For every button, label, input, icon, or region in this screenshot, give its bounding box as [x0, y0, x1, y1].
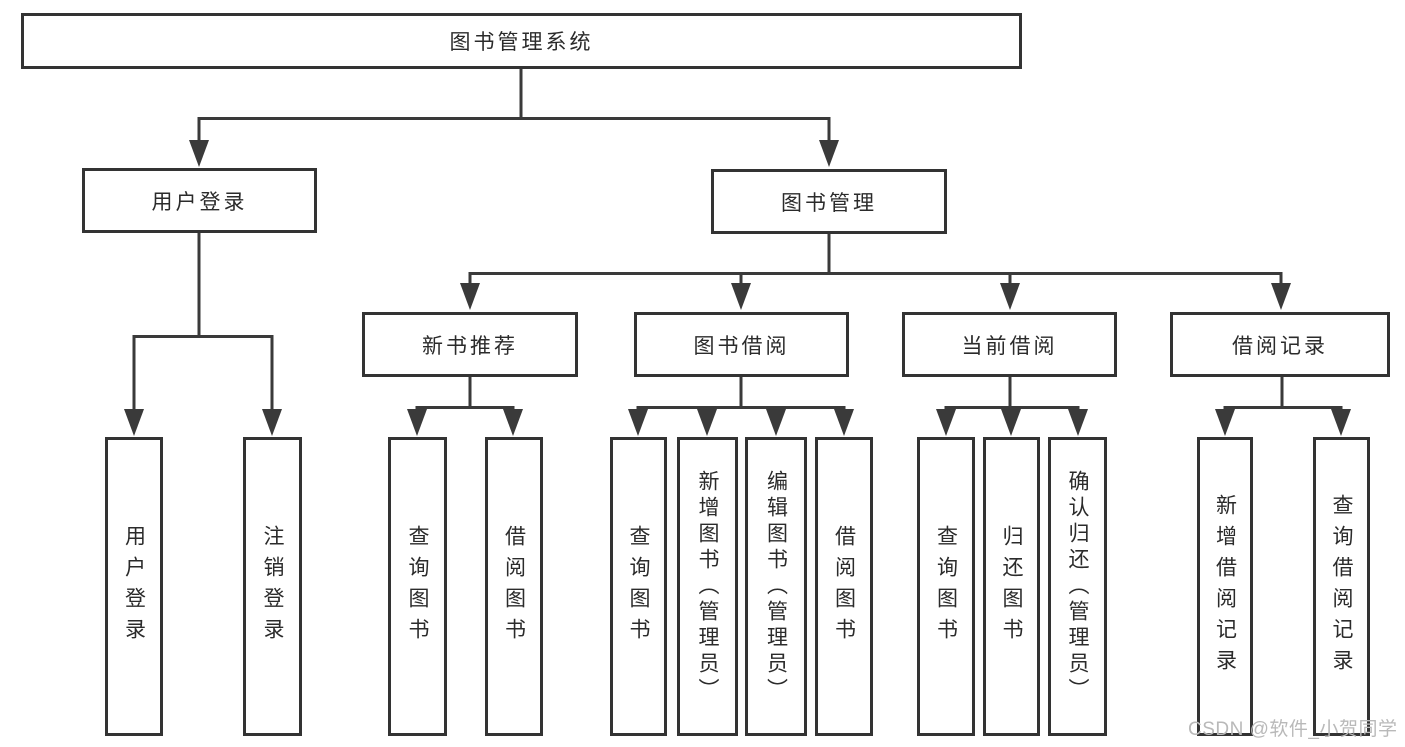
csdn-watermark: CSDN @软件_小贺同学 [1188, 719, 1398, 740]
node-borrowing-records: 借阅记录 [1170, 312, 1390, 377]
node-logout: 注销登录 [243, 437, 302, 736]
arrowheads [124, 140, 1351, 436]
node-user-login-branch: 用户登录 [82, 168, 317, 233]
node-br-add-record: 新增借阅记录 [1197, 437, 1253, 736]
node-bb-query-books: 查询图书 [610, 437, 667, 736]
node-book-management: 图书管理 [711, 169, 947, 234]
node-cb-query-books: 查询图书 [917, 437, 975, 736]
node-cb-return-books: 归还图书 [983, 437, 1040, 736]
node-current-borrowing: 当前借阅 [902, 312, 1117, 377]
node-nbr-query-books: 查询图书 [388, 437, 447, 736]
node-bb-borrow-books: 借阅图书 [815, 437, 873, 736]
connector-segments [132, 69, 1343, 414]
node-nbr-borrow-books: 借阅图书 [485, 437, 543, 736]
node-br-query-record: 查询借阅记录 [1313, 437, 1370, 736]
node-bb-add-books-admin: 新增图书（管理员） [677, 437, 738, 736]
node-bb-edit-books-admin: 编辑图书（管理员） [745, 437, 807, 736]
node-book-borrowing: 图书借阅 [634, 312, 849, 377]
node-user-login: 用户登录 [105, 437, 163, 736]
node-new-book-recommend: 新书推荐 [362, 312, 578, 377]
node-cb-confirm-return-admin: 确认归还（管理员） [1048, 437, 1107, 736]
node-library-management-system: 图书管理系统 [21, 13, 1022, 69]
